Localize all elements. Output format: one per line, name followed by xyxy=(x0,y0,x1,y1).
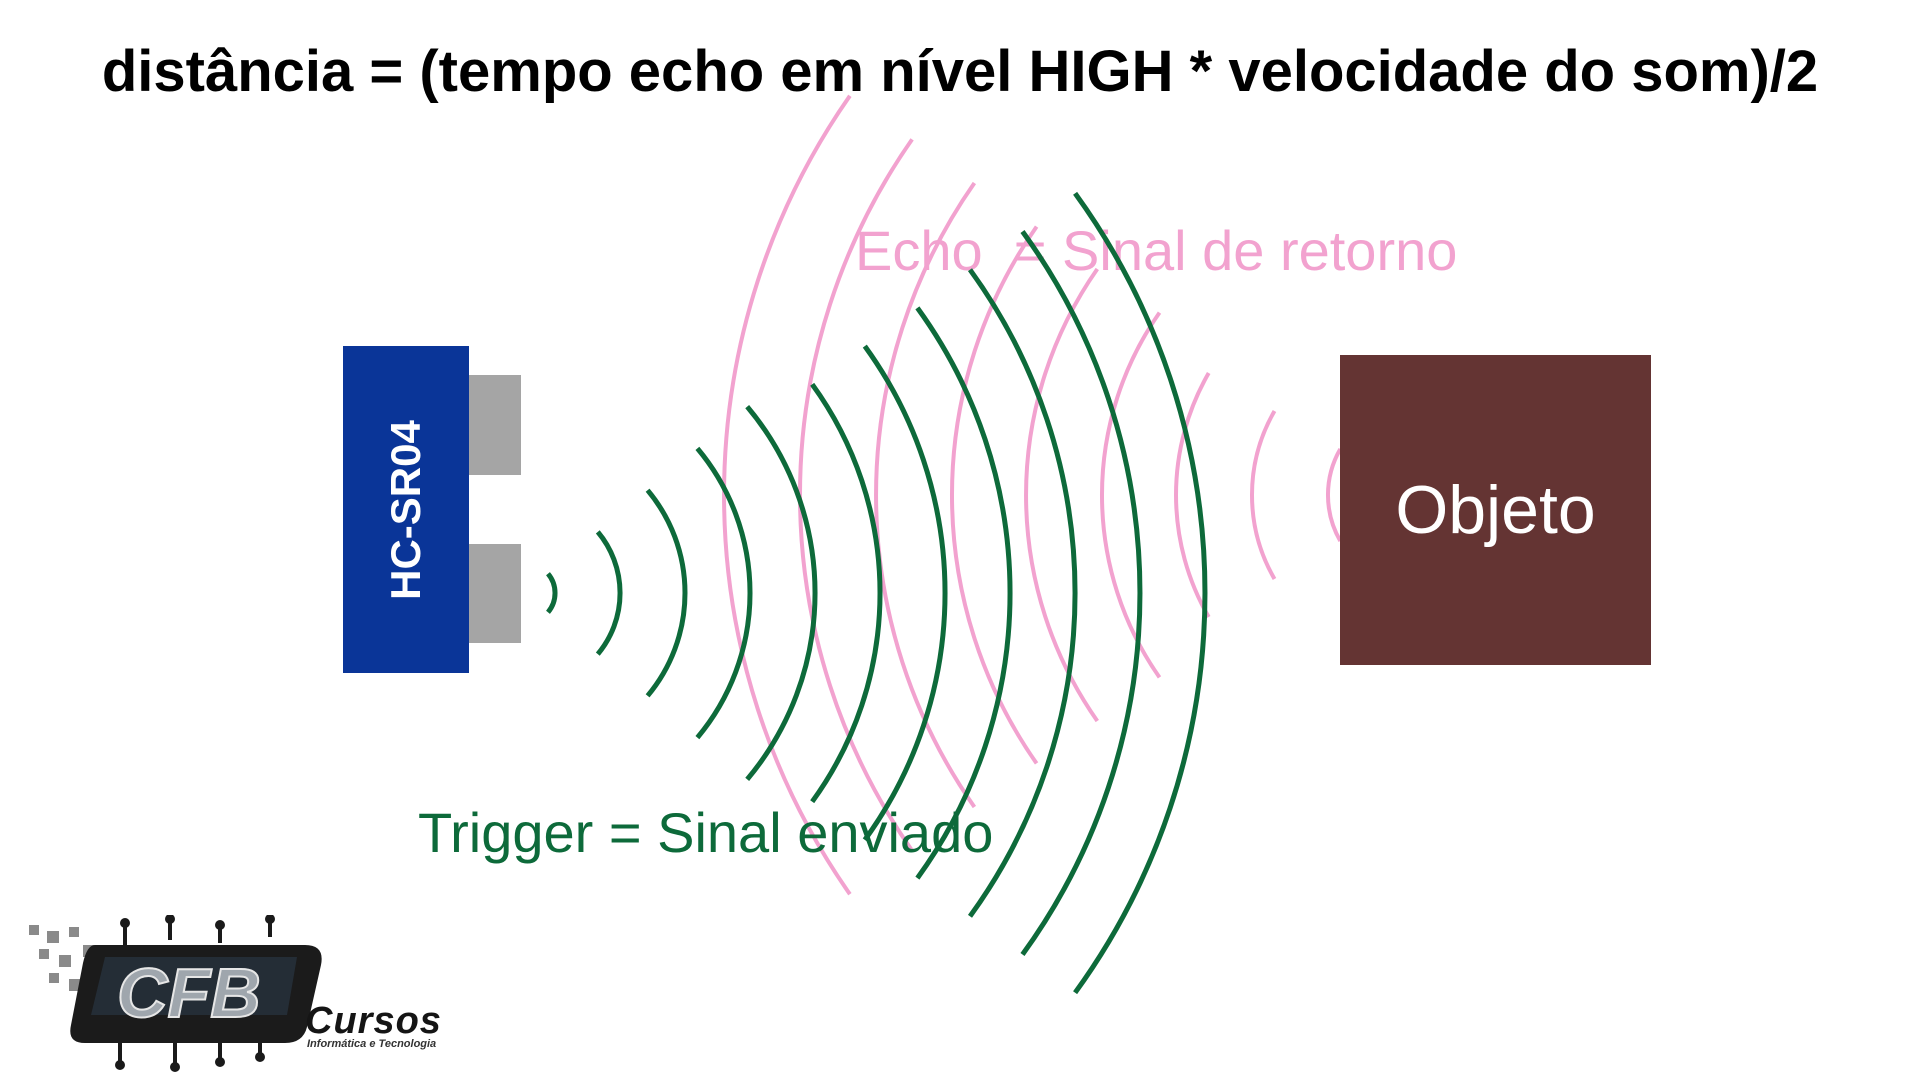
echo-wave-arc xyxy=(1100,311,1162,679)
echo-wave-arc xyxy=(1174,372,1211,618)
echo-wave-arc xyxy=(1024,267,1099,723)
trigger-wave-arc xyxy=(695,446,753,740)
logo-tagline: Informática e Tecnologia xyxy=(307,1038,437,1050)
echo-wave-arc xyxy=(722,94,852,896)
svg-text:CFB: CFB xyxy=(117,954,261,1032)
trigger-wave-arc xyxy=(595,530,623,656)
echo-wave-arc xyxy=(949,225,1039,765)
trigger-wave-arc xyxy=(645,488,688,698)
object-label: Objeto xyxy=(1395,472,1596,548)
sensor-label-text: HC-SR04 xyxy=(382,419,429,600)
trigger-wave-arc xyxy=(967,268,1078,918)
trigger-wave-arc xyxy=(862,344,948,842)
trigger-transducer xyxy=(469,544,521,643)
trigger-waves xyxy=(546,191,1208,995)
echo-transducer xyxy=(469,375,521,475)
distance-formula: distância = (tempo echo em nível HIGH * … xyxy=(101,39,1819,104)
trigger-wave-arc xyxy=(915,306,1013,880)
sensor-label: HC-SR04 xyxy=(343,346,469,673)
hc-sr04-sensor xyxy=(343,346,469,673)
echo-wave-arc xyxy=(1326,448,1343,542)
echo-waves xyxy=(722,94,1343,896)
echo-label: Echo = Sinal de retorno xyxy=(855,219,1458,282)
trigger-wave-arc xyxy=(1020,230,1143,956)
logo-name: Cursos xyxy=(305,1000,442,1042)
trigger-wave-arc xyxy=(745,404,818,782)
trigger-wave-arc xyxy=(1073,191,1208,995)
trigger-wave-arc xyxy=(546,572,558,614)
trigger-label: Trigger = Sinal enviado xyxy=(418,801,994,864)
target-object: Objeto xyxy=(1340,355,1651,665)
trigger-wave-arc xyxy=(810,382,883,804)
cfb-logo: CFB xyxy=(29,915,322,1072)
echo-wave-arc xyxy=(1250,410,1277,580)
echo-wave-arc xyxy=(798,138,914,852)
